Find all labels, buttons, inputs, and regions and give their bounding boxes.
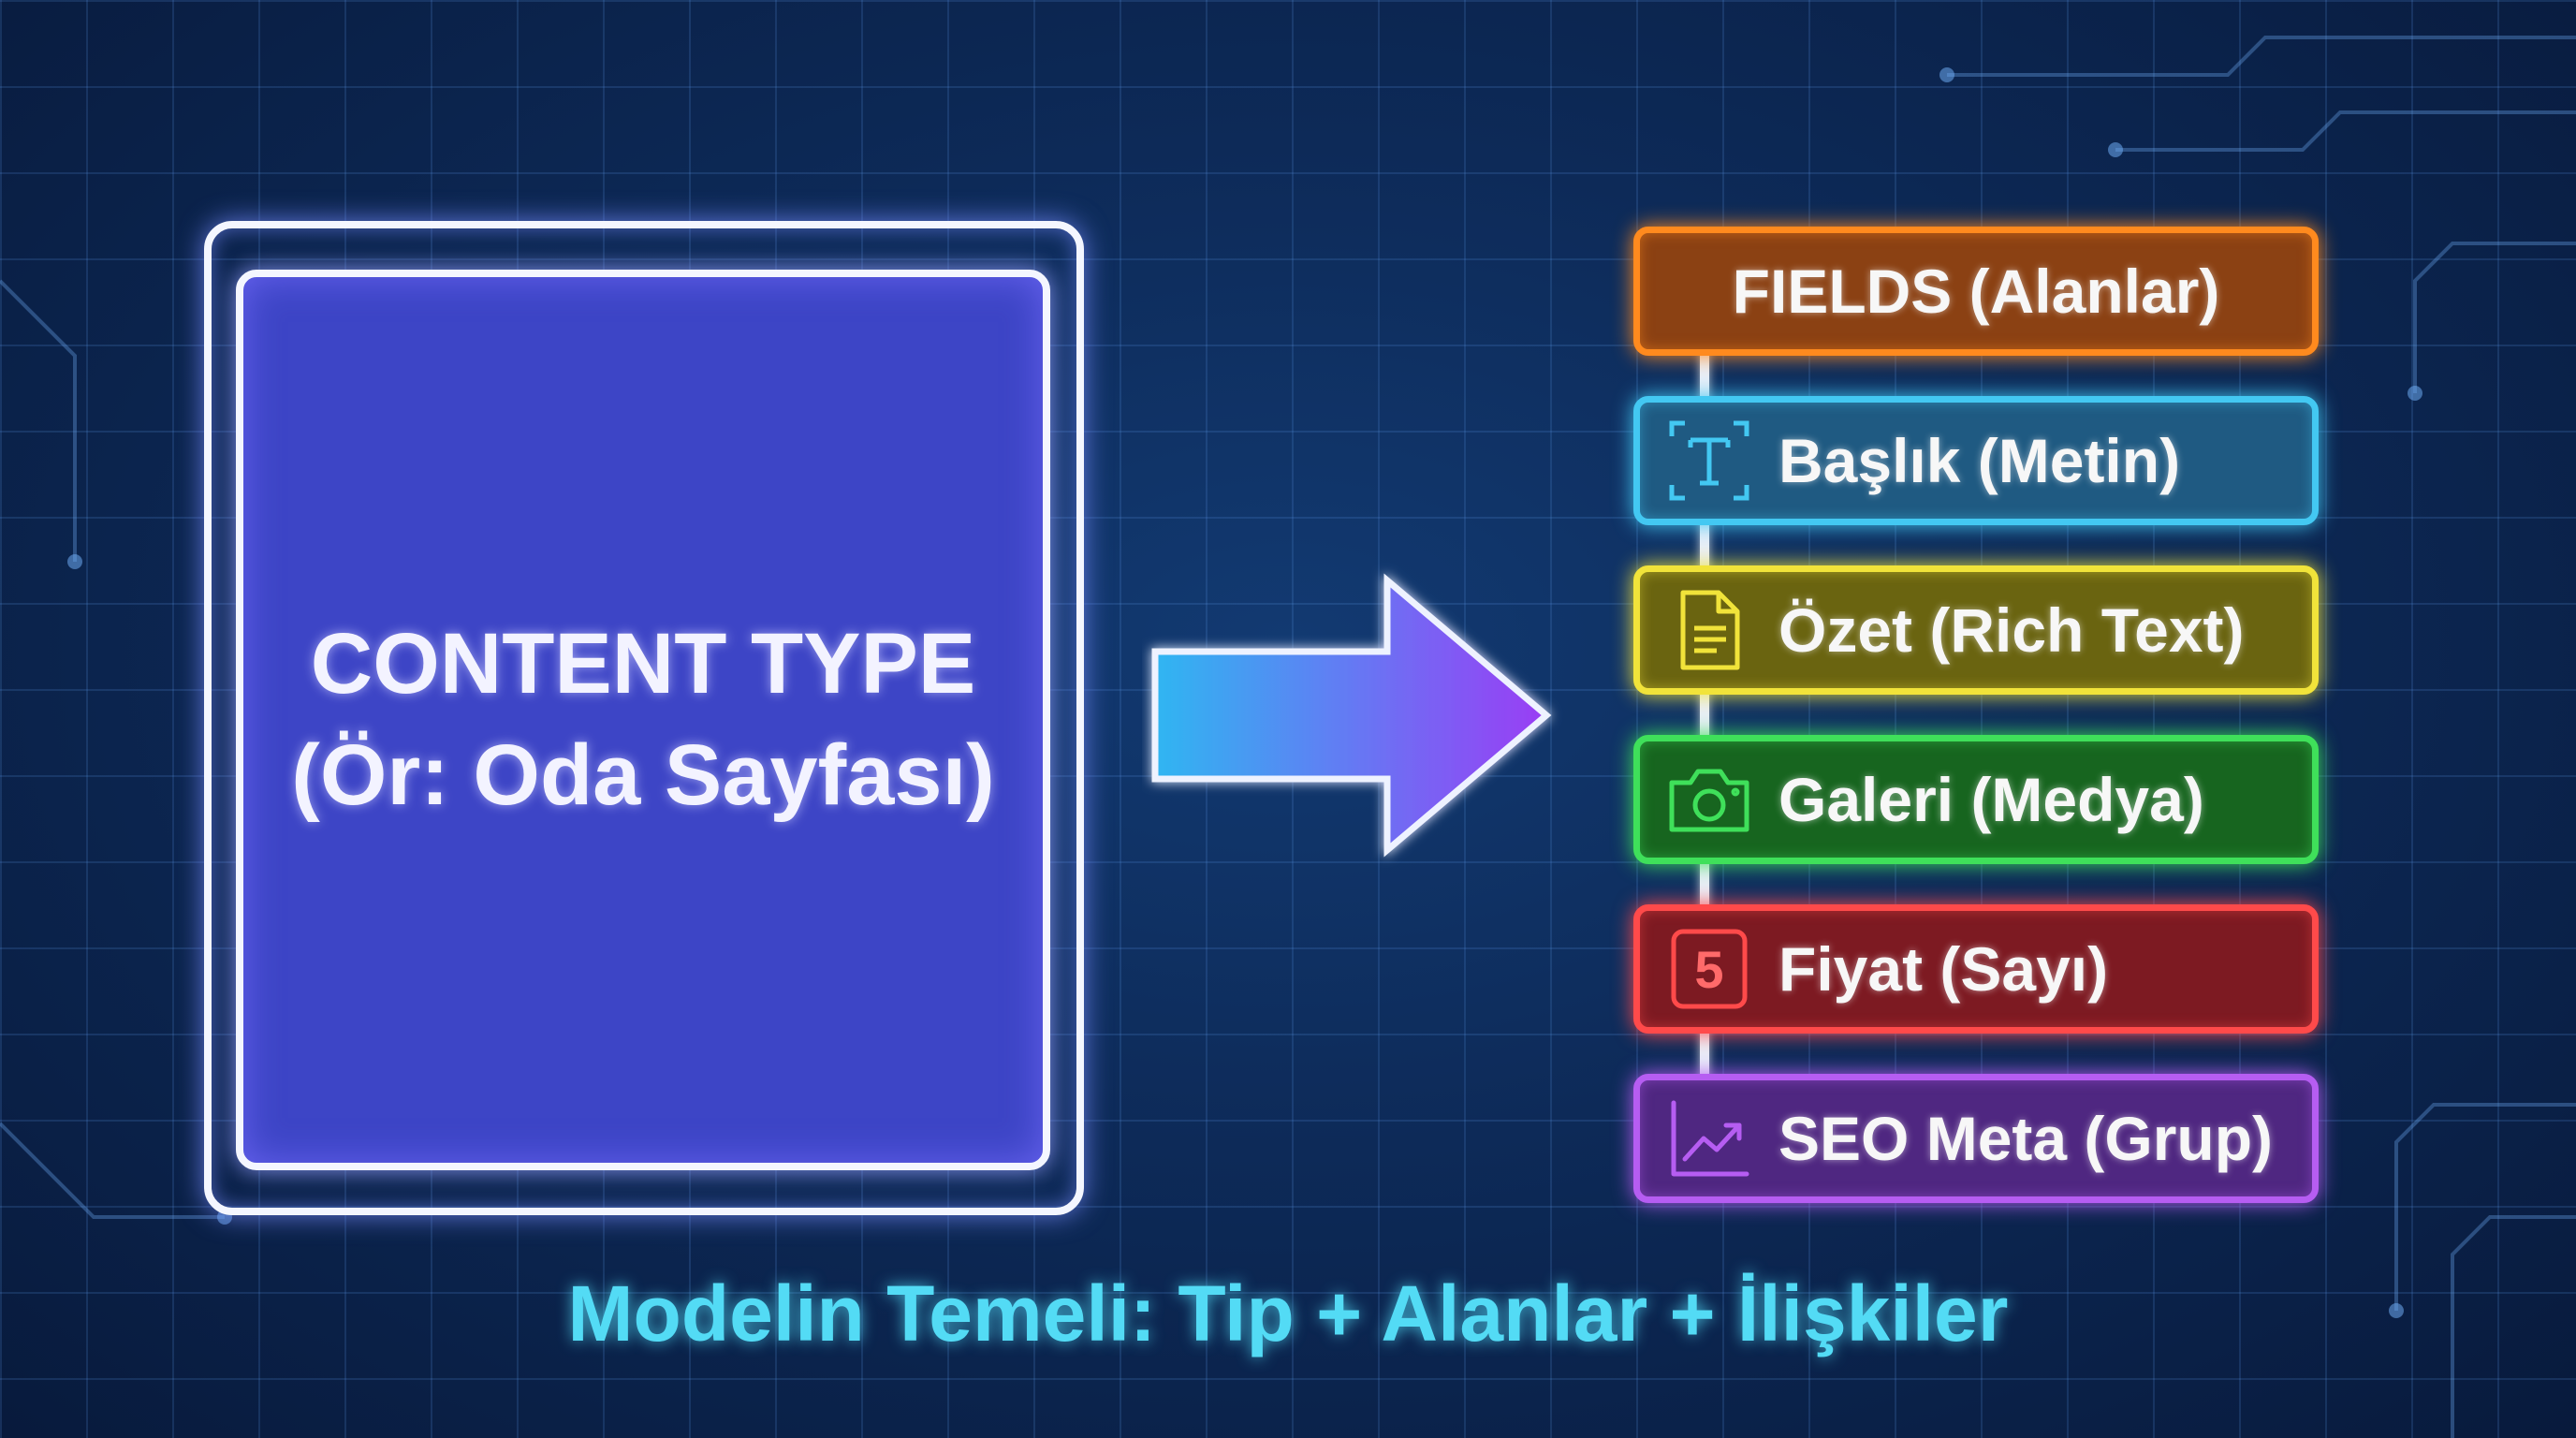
field-galeri: Galeri (Medya) xyxy=(1633,735,2319,864)
field-label: Özet (Rich Text) xyxy=(1778,595,2245,665)
field-label: Fiyat (Sayı) xyxy=(1778,934,2109,1004)
field-label: Galeri (Medya) xyxy=(1778,765,2204,834)
field-label: SEO Meta (Grup) xyxy=(1778,1104,2274,1173)
camera-icon xyxy=(1669,769,1749,832)
diagram-caption: Modelin Temeli: Tip + Alanlar + İlişkile… xyxy=(567,1269,2009,1357)
field-ozet: Özet (Rich Text) xyxy=(1633,565,2319,695)
document-icon xyxy=(1680,590,1740,670)
content-type-outer-frame xyxy=(204,221,1084,1215)
field-seo-meta: SEO Meta (Grup) xyxy=(1633,1074,2319,1203)
number-icon-digit: 5 xyxy=(1694,940,1723,999)
number-icon: 5 xyxy=(1671,929,1748,1009)
fields-header-label: FIELDS (Alanlar) xyxy=(1732,257,2220,326)
fields-connector-line xyxy=(1700,346,1709,1105)
content-type-box: CONTENT TYPE (Ör: Oda Sayfası) xyxy=(236,270,1050,1170)
text-type-icon xyxy=(1669,420,1749,501)
chart-line-icon xyxy=(1671,1100,1749,1177)
field-baslik: Başlık (Metin) xyxy=(1633,396,2319,525)
field-label: Başlık (Metin) xyxy=(1778,426,2181,495)
right-arrow-icon xyxy=(1151,573,1552,858)
content-type-example: (Ör: Oda Sayfası) xyxy=(291,727,995,823)
field-fiyat: 5 Fiyat (Sayı) xyxy=(1633,904,2319,1034)
fields-header: FIELDS (Alanlar) xyxy=(1633,227,2319,356)
content-type-title: CONTENT TYPE xyxy=(310,616,976,712)
